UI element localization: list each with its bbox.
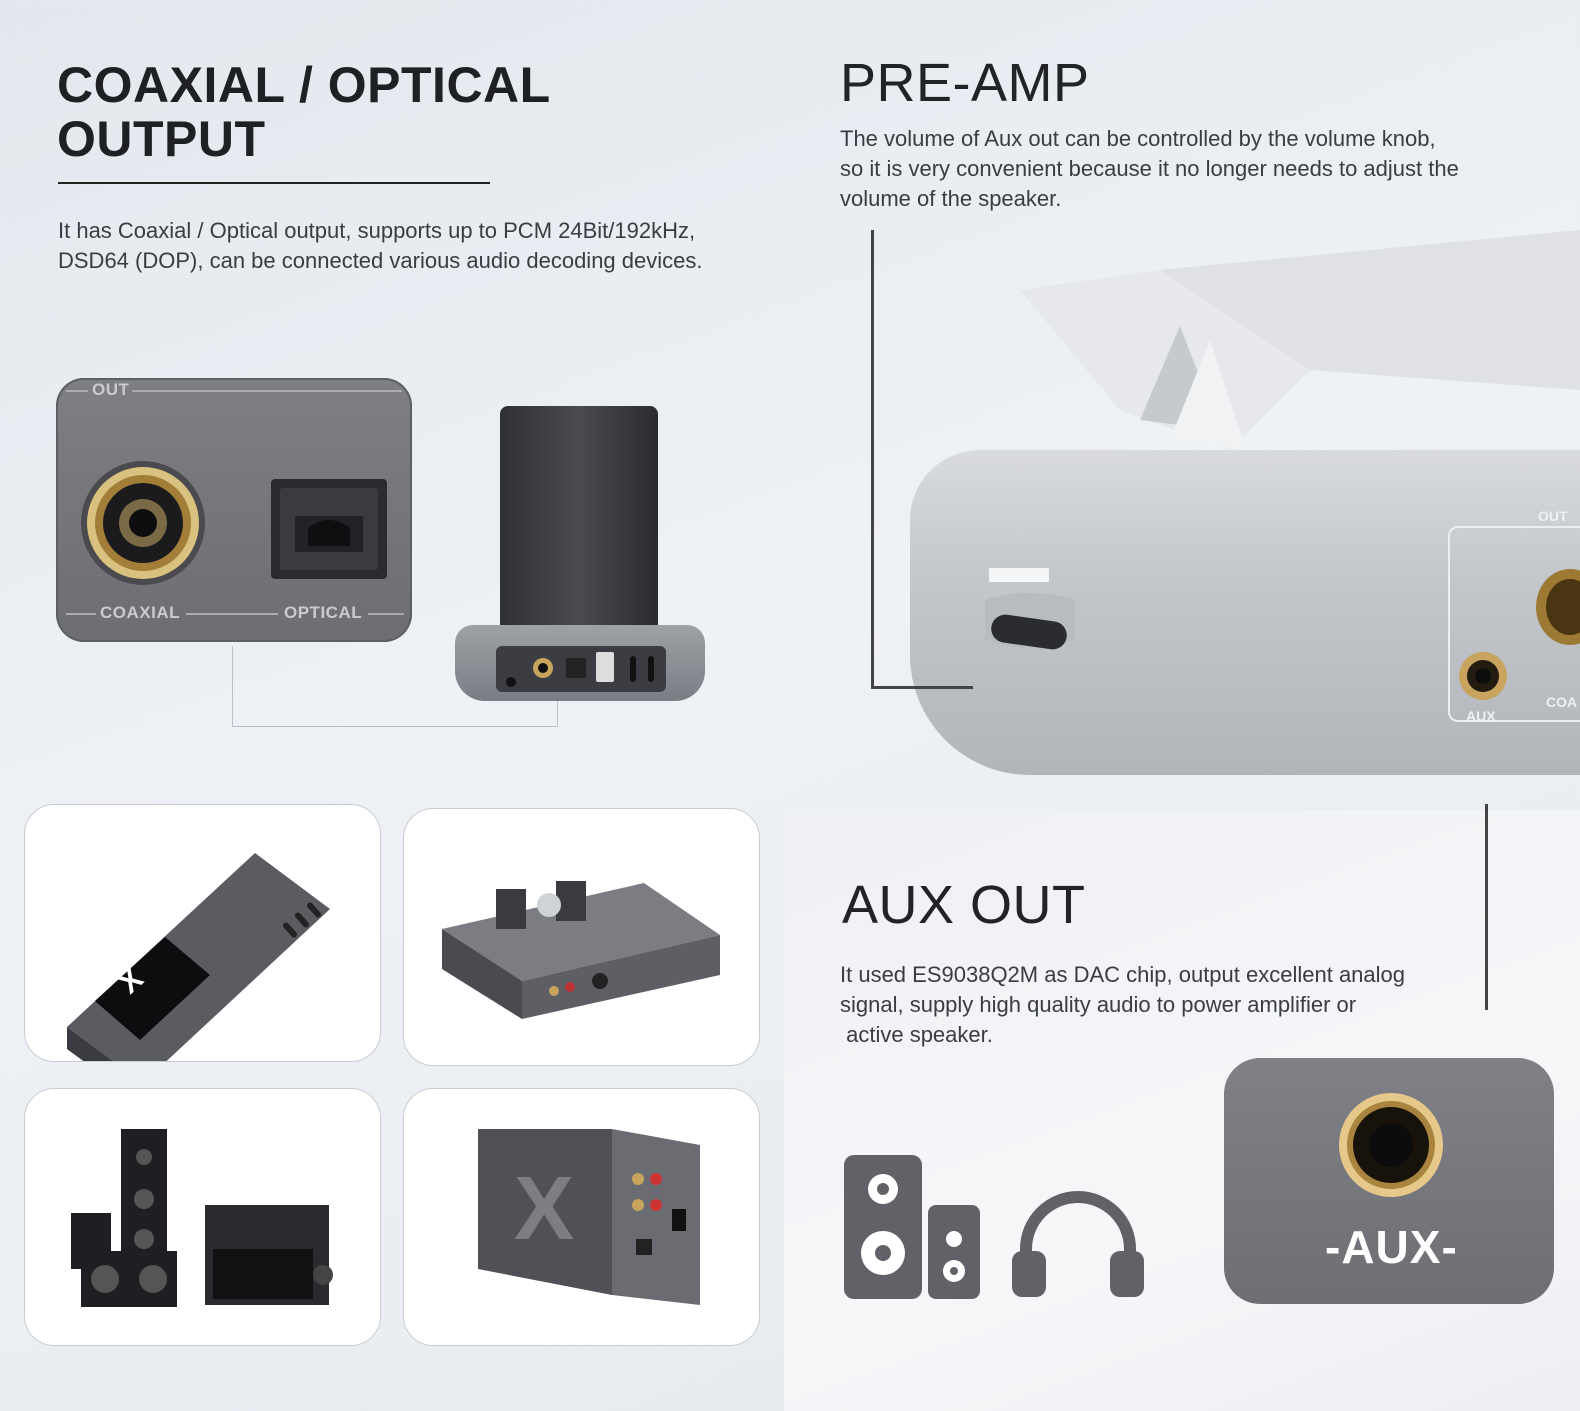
preamp-text-line3: volume of the speaker. <box>840 186 1062 211</box>
product-card-portable-dac: X <box>24 804 381 1062</box>
aux-callout-line <box>1485 804 1488 1010</box>
auxout-title: AUX OUT <box>842 875 1086 935</box>
device-aux-label: AUX <box>1466 708 1496 724</box>
preamp-text-line1: The volume of Aux out can be controlled … <box>840 126 1436 151</box>
coaxial-jack-icon <box>81 461 205 585</box>
aux-panel-label: -AUX- <box>1325 1221 1458 1273</box>
panel-optical-label: OPTICAL <box>284 603 363 622</box>
device-aux-jack-icon <box>1459 652 1507 700</box>
preamp-text-line2: so it is very convenient because it no l… <box>840 156 1459 181</box>
volume-knob-icon <box>985 568 1075 650</box>
tube-amp-icon <box>442 881 720 1019</box>
home-theater-icon <box>71 1129 333 1307</box>
speaker-icon <box>844 1155 980 1299</box>
product-card-speaker-system <box>24 1088 381 1346</box>
coaxial-text-line1: It has Coaxial / Optical output, support… <box>58 218 696 243</box>
silver-stand-icon <box>1020 230 1580 450</box>
product-card-desktop-dac: X <box>403 1088 760 1346</box>
headphones-icon <box>1012 1191 1144 1297</box>
desktop-dac-icon: X <box>478 1129 700 1305</box>
portable-dac-icon: X <box>67 853 330 1061</box>
aux-jack-icon <box>1339 1093 1443 1197</box>
device-coax-label: COA <box>1546 694 1578 710</box>
auxout-text-line1: It used ES9038Q2M as DAC chip, output ex… <box>840 962 1406 987</box>
panel-coaxial-label: COAXIAL <box>100 603 180 622</box>
auxout-text-line2: signal, supply high quality audio to pow… <box>840 992 1357 1017</box>
coaxial-text-line2: DSD64 (DOP), can be connected various au… <box>58 248 703 273</box>
optical-port-icon <box>271 479 387 579</box>
preamp-title: PRE-AMP <box>840 53 1090 113</box>
device-out-label: OUT <box>1538 508 1568 524</box>
preamp-callout-arm <box>871 686 973 689</box>
preamp-callout-line <box>871 230 874 688</box>
device-rear-ports-icon <box>496 646 666 692</box>
product-card-tube-amp <box>403 808 760 1066</box>
panel-out-label: OUT <box>92 380 130 399</box>
device-coax-jack-icon <box>1536 569 1580 645</box>
device-port-panel <box>1448 526 1580 722</box>
coaxial-title-line2: OUTPUT <box>57 111 266 167</box>
auxout-text-line3: active speaker. <box>840 1022 993 1047</box>
coaxial-title-line1: COAXIAL / OPTICAL <box>57 57 551 113</box>
device-stand <box>500 406 658 634</box>
svg-text:X: X <box>514 1159 574 1259</box>
title-underline <box>58 182 490 184</box>
